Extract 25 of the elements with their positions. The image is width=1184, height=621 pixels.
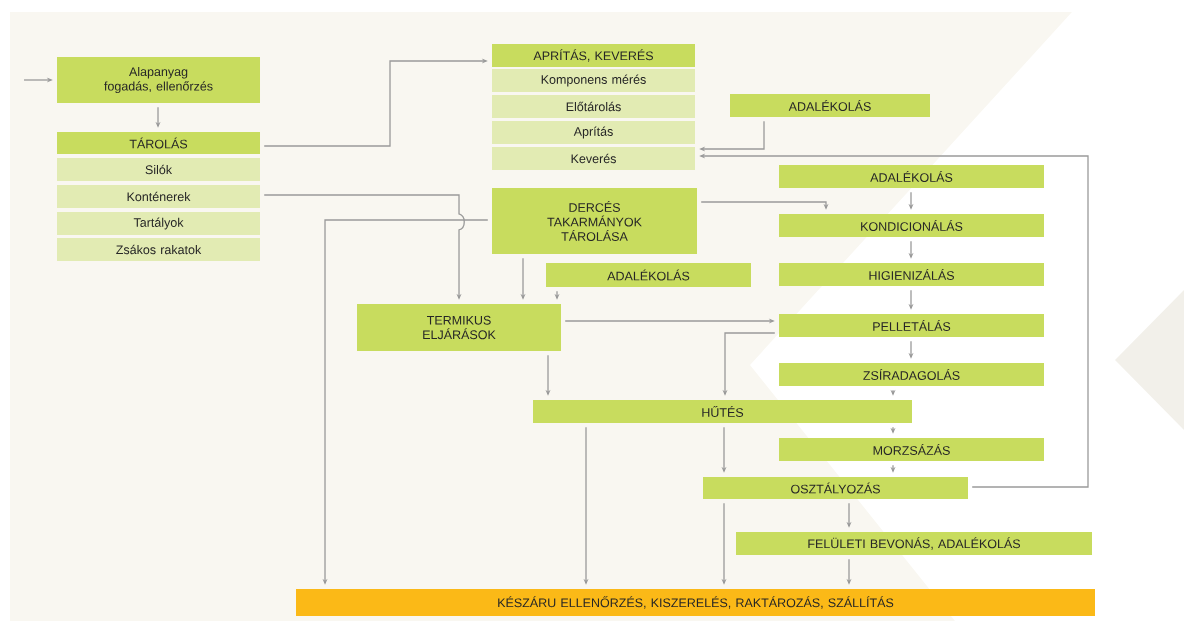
process-box: PELLETÁLÁS	[779, 314, 1044, 337]
process-box: ADALÉKOLÁS	[546, 263, 751, 287]
sub-step-box: Előtárolás	[492, 95, 695, 118]
sub-step-box: Komponens mérés	[492, 69, 695, 92]
process-box: Alapanyag fogadás, ellenőrzés	[57, 57, 260, 103]
process-box: ADALÉKOLÁS	[730, 94, 930, 117]
process-box: KONDICIONÁLÁS	[779, 214, 1044, 237]
sub-step-box: Silók	[57, 158, 260, 181]
sub-step-box: Tartályok	[57, 212, 260, 235]
process-box: FELÜLETI BEVONÁS, ADALÉKOLÁS	[736, 532, 1092, 555]
process-box: OSZTÁLYOZÁS	[703, 477, 968, 499]
process-box: ADALÉKOLÁS	[779, 165, 1044, 188]
process-box: DERCÉS TAKARMÁNYOK TÁROLÁSA	[492, 188, 697, 254]
process-box: TÁROLÁS	[57, 132, 260, 154]
process-box: MORZSÁZÁS	[779, 438, 1044, 461]
process-box: ZSÍRADAGOLÁS	[779, 363, 1044, 386]
sub-step-box: Keverés	[492, 147, 695, 170]
sub-step-box: Zsákos rakatok	[57, 238, 260, 261]
sub-step-box: Konténerek	[57, 185, 260, 208]
process-box: APRÍTÁS, KEVERÉS	[492, 44, 695, 67]
sub-step-box: Aprítás	[492, 121, 695, 144]
process-box: TERMIKUS ELJÁRÁSOK	[357, 304, 561, 351]
process-box: HŰTÉS	[533, 400, 912, 423]
final-step-box: KÉSZÁRU ELLENŐRZÉS, KISZERELÉS, RAKTÁROZÁS, SZÁLLÍTÁS	[296, 589, 1095, 616]
process-box: HIGIENIZÁLÁS	[779, 263, 1044, 286]
